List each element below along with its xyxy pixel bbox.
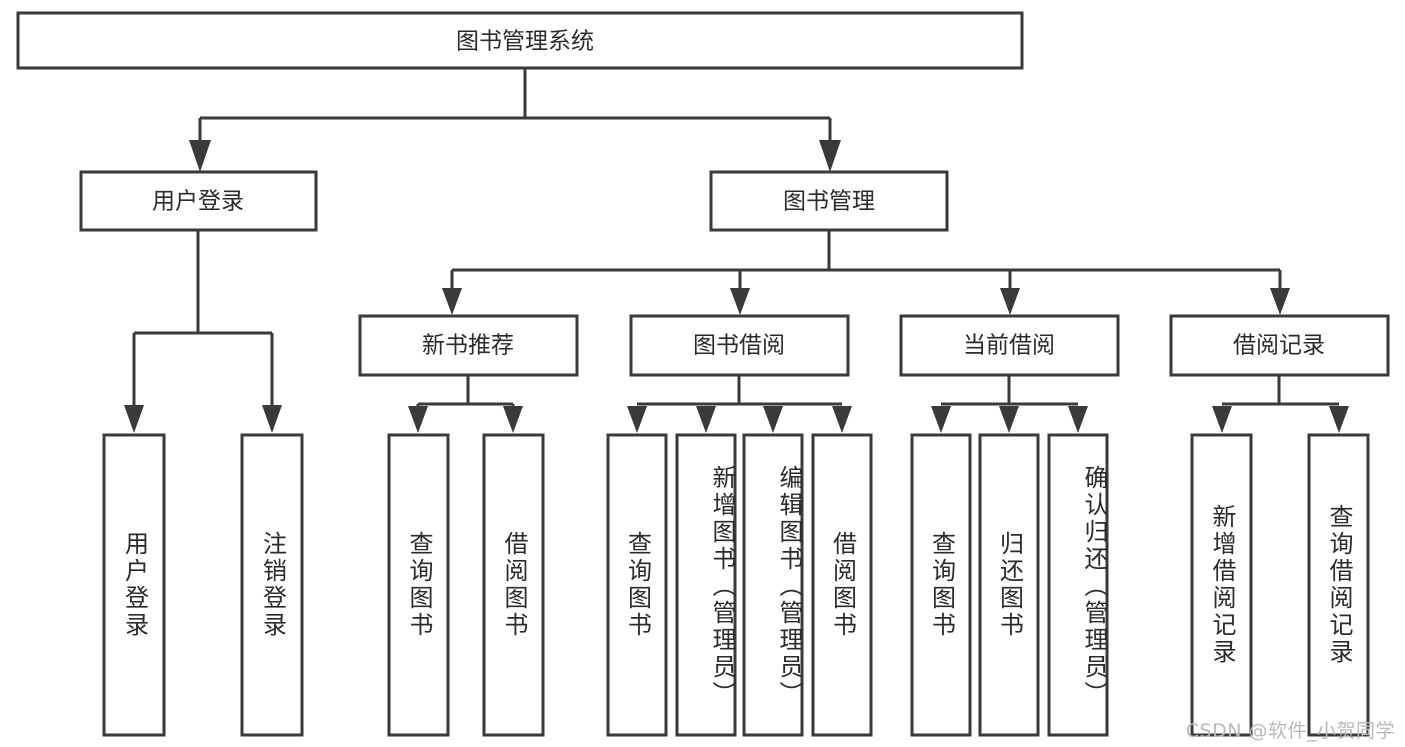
leaf-box-query-book-3[interactable] [910, 433, 972, 737]
leaf-box-borrow-book-2[interactable] [811, 433, 873, 737]
leaf-box-user-login[interactable] [102, 433, 166, 737]
node-book-manage[interactable]: 图书管理 [709, 170, 949, 232]
connector-borrow-record-to-leaves [1212, 375, 1349, 433]
arrow-head-icon [627, 406, 647, 433]
node-borrow-record-label: 借阅记录 [1233, 333, 1325, 359]
connector-new-book-to-leaves [408, 375, 523, 433]
node-book-borrow-label: 图书借阅 [693, 333, 785, 359]
node-book-manage-label: 图书管理 [783, 189, 875, 215]
leaf-box-query-book-2[interactable] [606, 433, 668, 737]
arrow-head-icon [124, 405, 144, 433]
arrow-head-icon [1000, 288, 1020, 315]
node-user-login[interactable]: 用户登录 [79, 170, 318, 232]
arrow-head-icon [763, 406, 783, 433]
node-new-book-recommend-label: 新书推荐 [422, 333, 514, 359]
node-root[interactable]: 图书管理系统 [16, 11, 1024, 70]
node-current-borrow[interactable]: 当前借阅 [899, 314, 1120, 377]
node-user-login-box[interactable] [79, 170, 318, 232]
node-current-borrow-box[interactable] [899, 314, 1120, 377]
arrow-head-icon [442, 288, 462, 315]
node-book-borrow[interactable]: 图书借阅 [629, 314, 850, 377]
arrow-head-icon [999, 406, 1019, 433]
arrow-head-icon [931, 406, 951, 433]
leaf-box-query-record[interactable] [1307, 433, 1370, 737]
arrow-head-icon [408, 406, 428, 433]
leaf-group-borrow-record [1190, 433, 1370, 737]
arrow-head-icon [503, 406, 523, 433]
node-book-manage-box[interactable] [709, 170, 949, 232]
node-root-box[interactable] [16, 11, 1024, 70]
arrow-head-icon [1270, 288, 1290, 315]
node-new-book-recommend[interactable]: 新书推荐 [358, 314, 579, 377]
arrow-head-icon [1329, 406, 1349, 433]
arrow-head-icon [1068, 406, 1088, 433]
leaf-group-user-login [102, 433, 304, 737]
leaf-group-book-borrow [606, 433, 873, 737]
node-current-borrow-label: 当前借阅 [963, 333, 1055, 359]
arrow-head-icon [189, 140, 211, 172]
leaf-box-query-book-1[interactable] [387, 433, 450, 737]
leaf-box-logout[interactable] [240, 433, 304, 737]
connector-book-manage-to-level3 [442, 230, 1290, 315]
arrow-head-icon [832, 406, 852, 433]
watermark-text: CSDN @软件_小贺同学 [1185, 720, 1395, 742]
leaf-box-borrow-book-1[interactable] [482, 433, 545, 737]
node-root-label: 图书管理系统 [456, 29, 594, 55]
leaf-box-edit-book[interactable] [742, 433, 804, 737]
leaf-group-current-borrow [910, 433, 1109, 737]
arrow-head-icon [696, 406, 716, 433]
node-borrow-record[interactable]: 借阅记录 [1169, 314, 1390, 377]
arrow-head-icon [730, 288, 750, 315]
node-user-login-label: 用户登录 [152, 189, 244, 215]
connector-root-to-level2 [189, 68, 841, 172]
leaf-box-add-record[interactable] [1190, 433, 1253, 737]
leaf-group-new-book [387, 433, 545, 737]
node-borrow-record-box[interactable] [1169, 314, 1390, 377]
arrow-head-icon [1212, 406, 1232, 433]
arrow-head-icon [819, 140, 841, 172]
leaf-box-return-book[interactable] [978, 433, 1040, 737]
connector-user-login-to-leaves [124, 230, 282, 433]
arrow-head-icon [262, 405, 282, 433]
connector-book-borrow-to-leaves [627, 375, 852, 433]
node-book-borrow-box[interactable] [629, 314, 850, 377]
leaf-box-add-book[interactable] [675, 433, 737, 737]
node-new-book-recommend-box[interactable] [358, 314, 579, 377]
leaf-box-confirm-return[interactable] [1047, 433, 1109, 737]
connector-current-borrow-to-leaves [931, 375, 1088, 433]
